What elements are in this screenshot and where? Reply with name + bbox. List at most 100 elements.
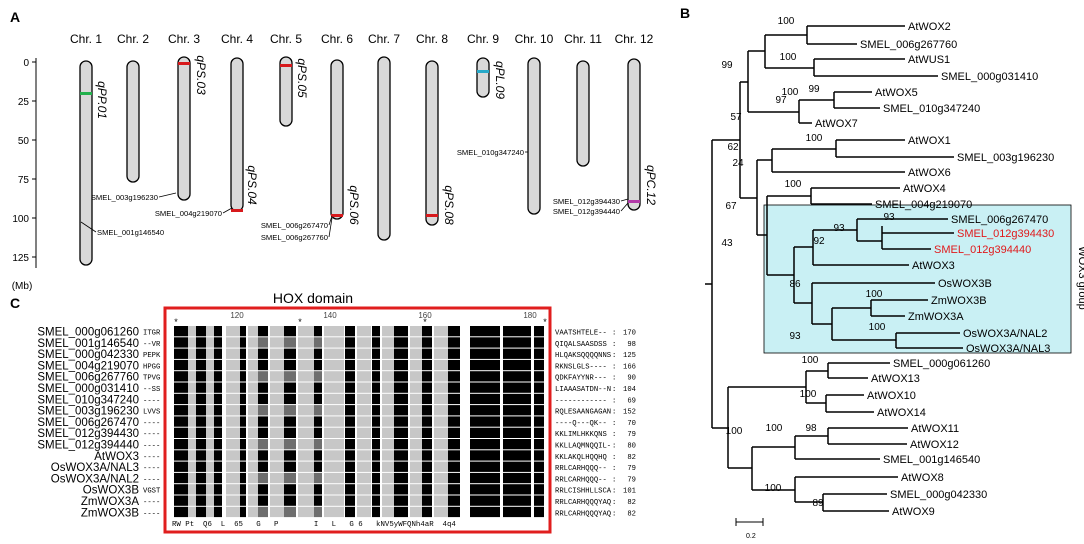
- shade-dark: [503, 484, 531, 495]
- shade-dark: [284, 450, 296, 461]
- shade-dark: [448, 416, 460, 427]
- shade-dark: [240, 337, 246, 348]
- qtl-mark: [628, 200, 640, 203]
- shade-dark: [422, 359, 432, 371]
- shade-dark: [448, 506, 460, 518]
- shade-dark: [534, 472, 544, 484]
- shade-light: [226, 472, 240, 484]
- leaf-label: AtWUS1: [908, 54, 950, 66]
- shade-dark: [422, 371, 432, 382]
- bootstrap-value: 43: [721, 238, 733, 249]
- shade-dark: [394, 506, 408, 518]
- shade-dark: [345, 359, 355, 371]
- shade-dark: [470, 371, 500, 382]
- shade-dark: [314, 416, 322, 427]
- shade-dark: [284, 359, 296, 371]
- shade-light: [188, 359, 196, 371]
- shade-dark: [470, 427, 500, 438]
- shade-dark: [448, 484, 460, 495]
- bootstrap-value: 93: [789, 331, 801, 342]
- sequence-name: SMEL_006g267760: [37, 372, 139, 384]
- shade-dark: [448, 326, 460, 337]
- sequence-name: SMEL_001g146540: [37, 338, 139, 350]
- shade-light: [188, 495, 196, 506]
- sequence-colon: :: [612, 454, 616, 462]
- sequence-name: SMEL_012g394440: [37, 440, 139, 452]
- shade-light: [324, 337, 344, 348]
- shade-dark: [394, 416, 408, 427]
- shade-dark: [422, 484, 432, 495]
- shade-dark: [284, 326, 296, 337]
- chromosome: [330, 59, 344, 220]
- sequence-length: 152: [623, 409, 636, 417]
- shade-light: [226, 393, 240, 405]
- sequence-length: 166: [623, 363, 636, 371]
- shade-dark: [240, 495, 246, 506]
- shade-dark: [314, 393, 322, 405]
- shade-light: [298, 427, 314, 438]
- shade-light: [270, 337, 284, 348]
- shade-dark: [240, 405, 246, 416]
- shade-light: [382, 450, 394, 461]
- shade-dark: [422, 461, 432, 472]
- shade-light: [206, 495, 214, 506]
- shade-dark: [258, 506, 268, 518]
- shade-light: [248, 405, 258, 416]
- shade-light: [357, 337, 371, 348]
- sequence-length: 104: [623, 386, 636, 394]
- shade-dark: [534, 495, 544, 506]
- tree-bootstrap-values: 1001009997100621001009957246793939210010…: [721, 16, 895, 509]
- gene-label: SMEL_010g347240: [457, 148, 524, 157]
- shade-dark: [240, 506, 246, 518]
- shade-dark: [174, 461, 188, 472]
- shade-dark: [394, 348, 408, 359]
- shade-dark: [394, 371, 408, 382]
- shade-dark: [534, 393, 544, 405]
- shade-dark: [174, 506, 188, 518]
- shade-dark: [214, 416, 222, 427]
- shade-light: [188, 461, 196, 472]
- shade-dark: [258, 405, 268, 416]
- sequence-name: ZmWOX3B: [81, 507, 139, 519]
- qtl-label: qPS.04: [245, 165, 259, 205]
- bootstrap-value: 62: [727, 142, 739, 153]
- shade-dark: [448, 472, 460, 484]
- axis-tick-label: 100: [12, 214, 29, 225]
- shade-dark: [372, 495, 380, 506]
- shade-dark: [448, 382, 460, 393]
- gene-leader: [80, 221, 97, 233]
- sequence-colon: :: [612, 363, 616, 371]
- shade-light: [206, 439, 214, 450]
- shade-light: [206, 337, 214, 348]
- shade-light: [248, 337, 258, 348]
- shade-light: [410, 393, 422, 405]
- qtl-label: qPC.12: [644, 165, 658, 205]
- shade-dark: [372, 450, 380, 461]
- shade-dark: [372, 472, 380, 484]
- shade-light: [410, 382, 422, 393]
- leaf-label: SMEL_012g394440: [934, 244, 1031, 256]
- sequence-name: OsWOX3B: [83, 485, 140, 497]
- shade-dark: [422, 495, 432, 506]
- qtl-label: qPS.05: [295, 58, 309, 98]
- shade-dark: [448, 495, 460, 506]
- shade-light: [298, 371, 314, 382]
- shade-dark: [470, 359, 500, 371]
- shade-dark: [174, 405, 188, 416]
- shade-dark: [448, 427, 460, 438]
- shade-light: [357, 484, 371, 495]
- shade-dark: [258, 416, 268, 427]
- shade-dark: [422, 506, 432, 518]
- shade-dark: [196, 450, 206, 461]
- shade-light: [410, 439, 422, 450]
- shade-light: [434, 359, 448, 371]
- shade-light: [324, 382, 344, 393]
- shade-light: [188, 371, 196, 382]
- shade-dark: [534, 416, 544, 427]
- leaf-label: SMEL_000g061260: [893, 358, 990, 370]
- shade-dark: [314, 337, 322, 348]
- shade-light: [188, 382, 196, 393]
- shade-dark: [470, 506, 500, 518]
- qtl-mark: [477, 70, 489, 73]
